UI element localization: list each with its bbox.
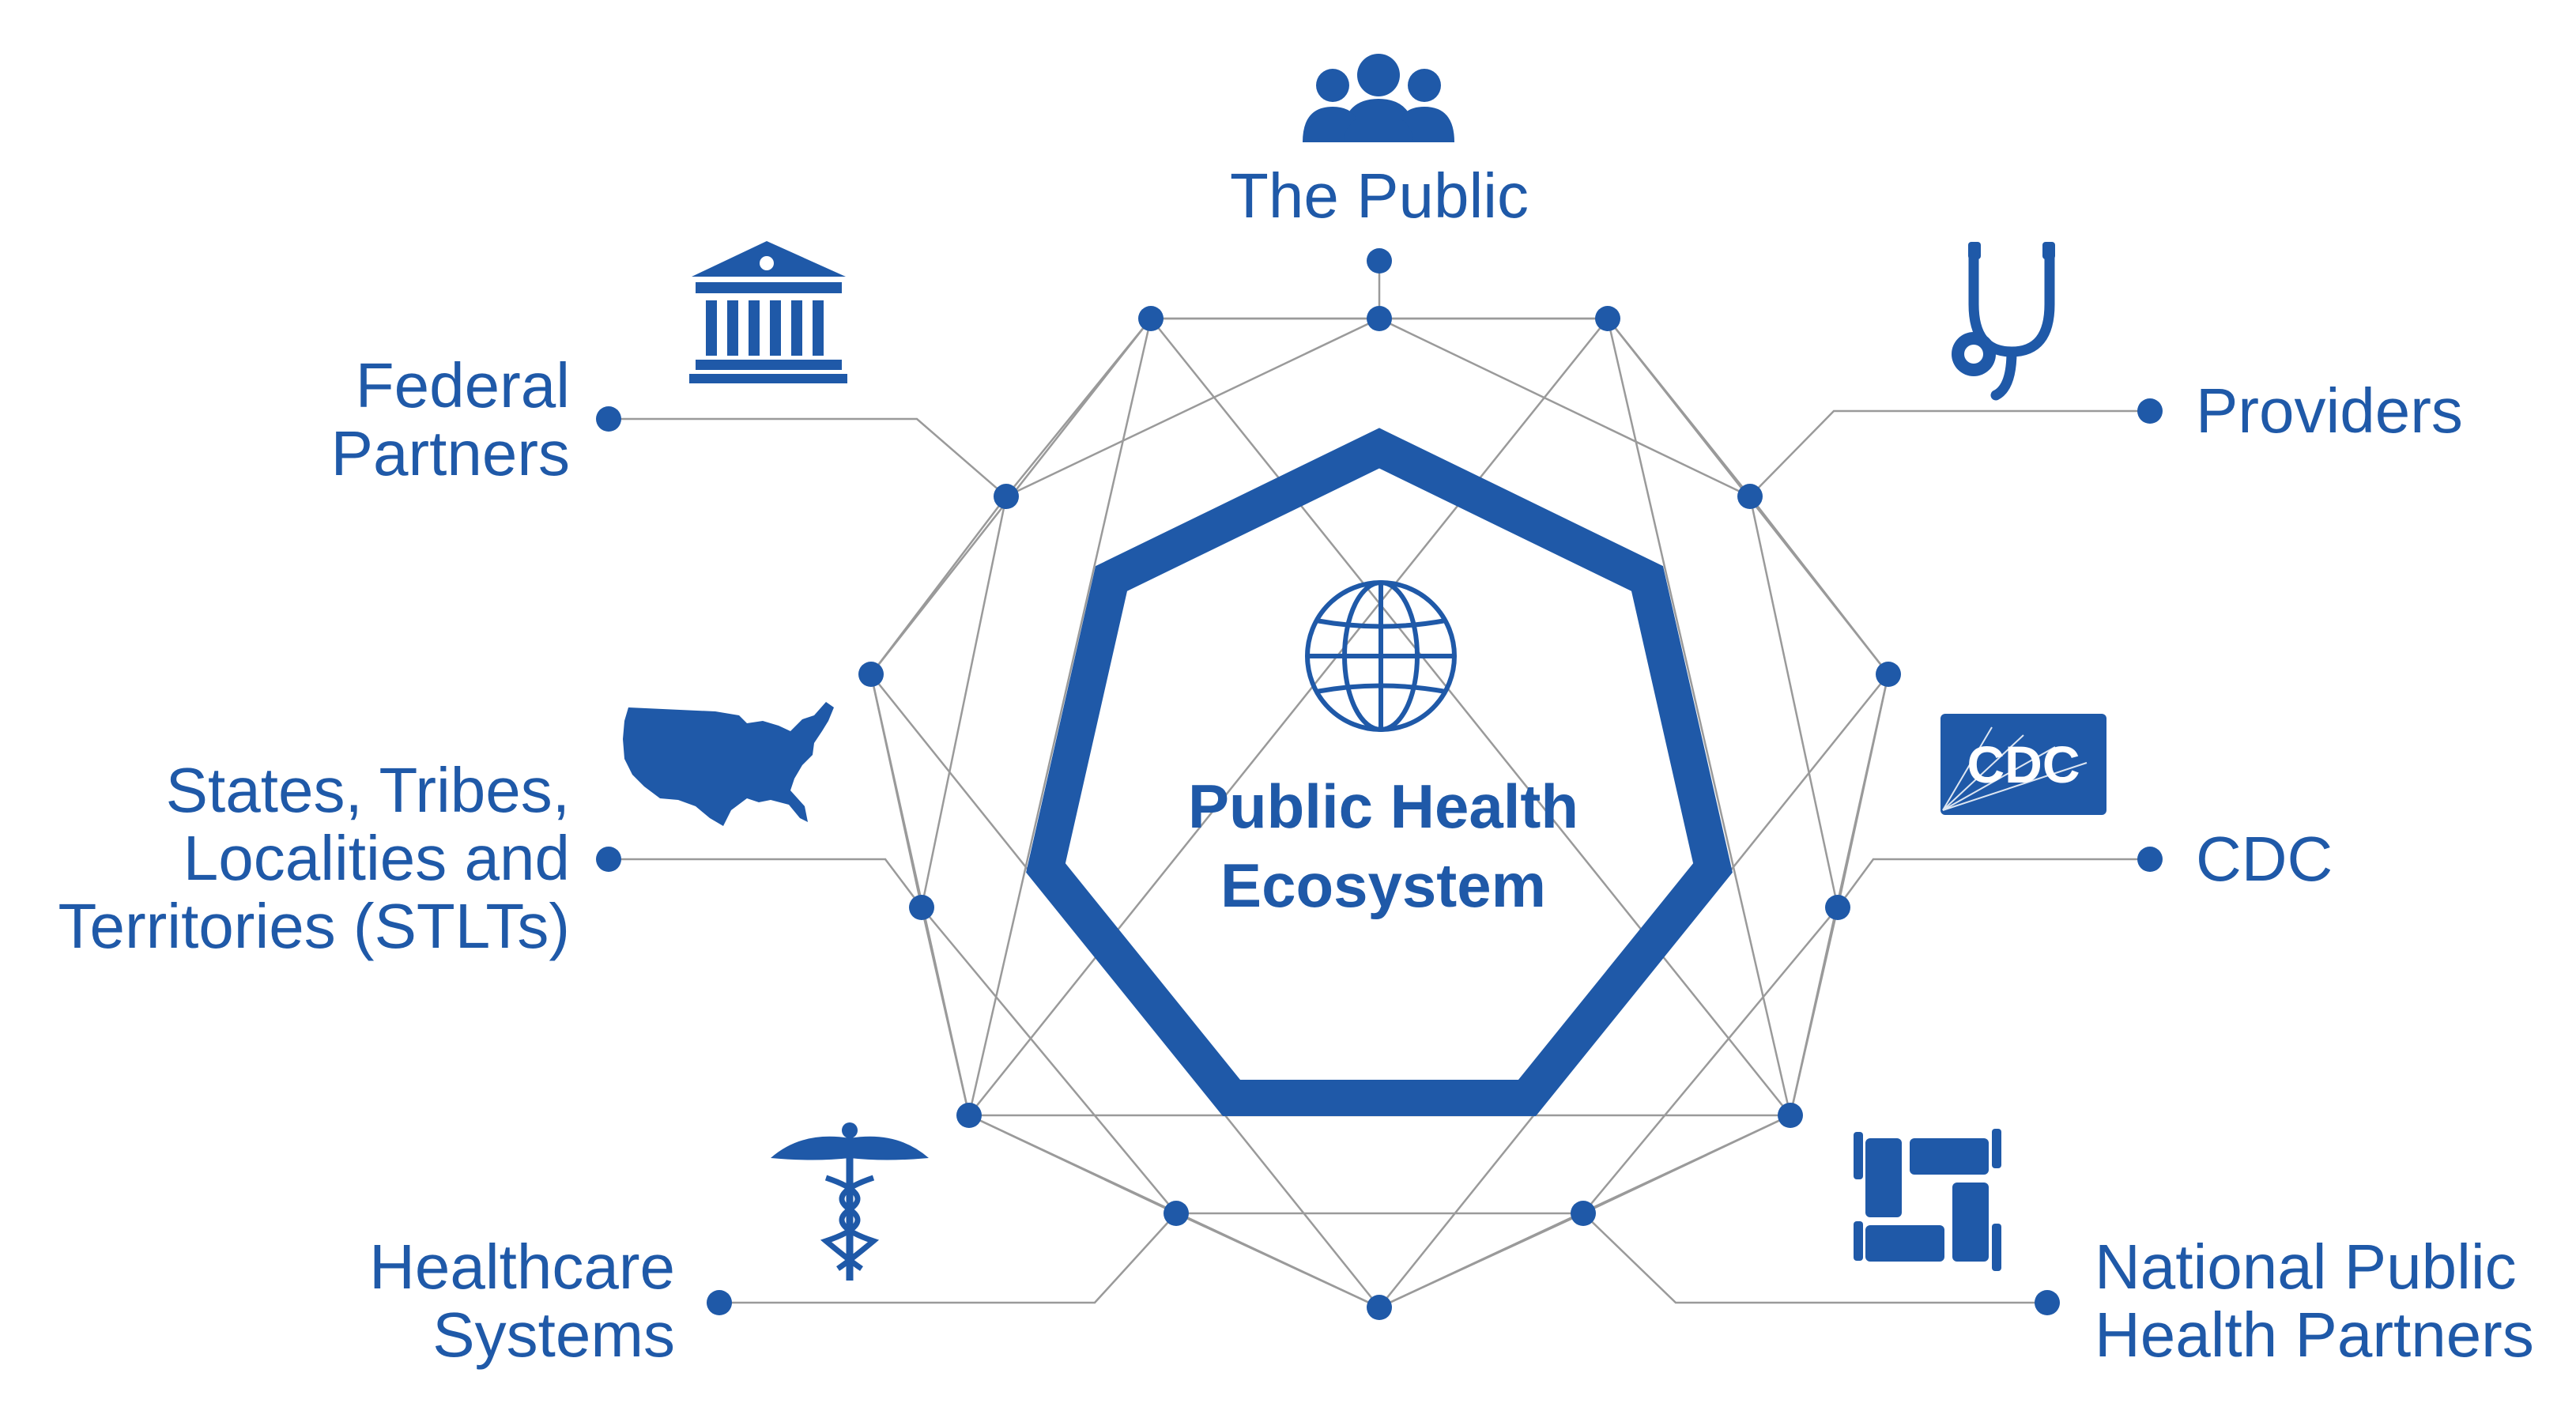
caduceus-icon [771,1122,929,1281]
federal-endpoint-dot [596,406,621,432]
connector-providers [1749,409,2150,497]
node-dot [1571,1201,1596,1226]
node-dot [1778,1103,1803,1128]
government-building-icon [689,241,847,383]
node-dot [1737,484,1763,509]
node-dot [1367,1295,1392,1320]
node-dot [994,484,1019,509]
center-title-line-1: Public Health [1187,771,1579,841]
stethoscope-icon [1968,246,2055,401]
connector-national [1582,1213,2047,1304]
label-providers: Providers [2196,375,2463,446]
node-dot [1825,895,1850,920]
public-endpoint-dot [1367,248,1392,273]
providers-endpoint-dot [2137,398,2163,424]
node-dot [909,895,934,920]
label-cdc: CDC [2196,824,2333,894]
network-nodes [596,248,2163,1320]
globe-icon [1305,580,1457,732]
joined-hands-icon [1854,1129,2001,1271]
node-dot [1367,306,1392,331]
label-national-public-health-partners: National Public Health Partners [2095,1232,2534,1370]
node-dot [1138,306,1164,331]
national-endpoint-dot [2035,1290,2060,1315]
cdc-logo: CDC [1940,714,2106,815]
node-dot [1164,1201,1189,1226]
connector-stlts [609,858,922,908]
label-stlts: States, Tribes, Localities and Territori… [58,755,570,961]
center-title-line-2: Ecosystem [1220,851,1546,920]
stlts-endpoint-dot [596,847,621,872]
node-dot [956,1103,982,1128]
node-dot [858,662,884,687]
center-heptagon [1026,428,1733,1116]
label-federal-partners: Federal Partners [330,350,570,488]
cdc-endpoint-dot [2137,847,2163,872]
connector-cdc [1836,858,2150,908]
label-the-public: The Public [1230,160,1529,231]
node-dot [1876,662,1901,687]
label-healthcare-systems: Healthcare Systems [369,1232,675,1370]
healthcare-endpoint-dot [707,1290,732,1315]
people-group-icon [1303,54,1454,142]
center-title: Public Health Ecosystem [1091,767,1676,925]
connector-healthcare [719,1213,1177,1304]
node-dot [1595,306,1620,331]
connector-federal [609,417,1007,497]
usa-map-icon [623,702,834,826]
cdc-logo-text: CDC [1967,735,2080,794]
stethoscope-chestpiece [1952,242,2055,376]
